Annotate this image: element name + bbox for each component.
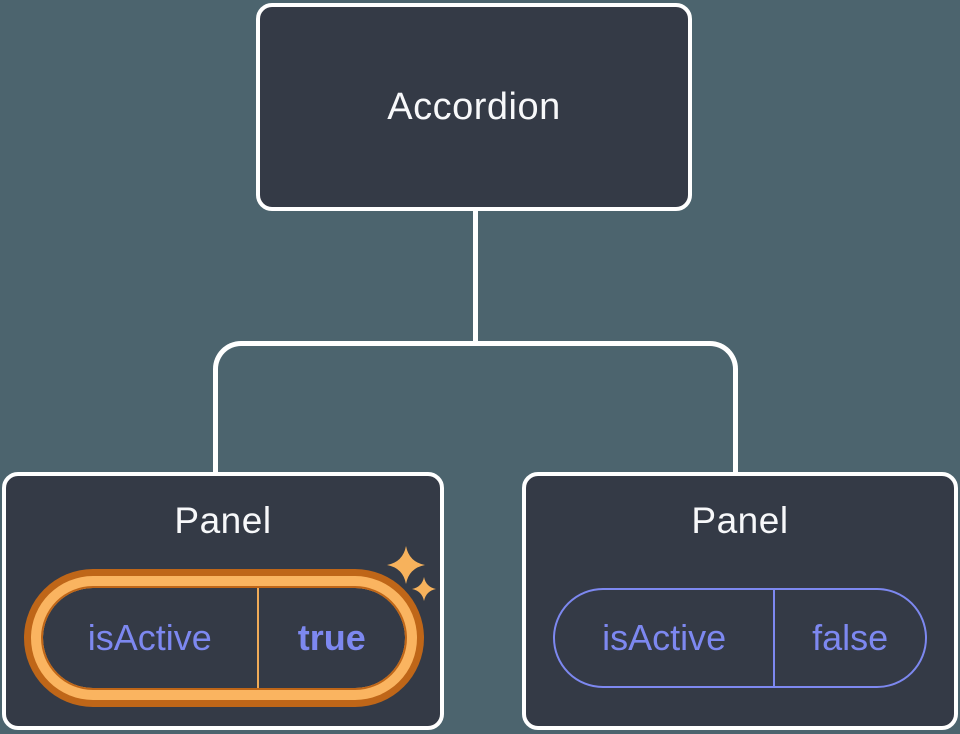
- panel-label: Panel: [174, 500, 272, 541]
- state-value-label: true: [297, 617, 366, 658]
- connector-bracket: [213, 341, 738, 472]
- pill-divider: [256, 588, 259, 688]
- panel-label: Panel: [691, 500, 789, 541]
- pill-divider: [773, 590, 776, 686]
- state-key-label: isActive: [87, 617, 212, 658]
- component-box-panel-active: Panel isActive true: [2, 472, 444, 730]
- state-value-label: false: [812, 617, 889, 658]
- state-pill-inactive: isActive false: [553, 588, 927, 688]
- component-box-panel-inactive: Panel isActive false: [522, 472, 958, 730]
- connector-stem: [473, 209, 478, 346]
- accordion-label: Accordion: [387, 85, 561, 128]
- sparkles-icon: [387, 546, 436, 601]
- state-pill-active: isActive true: [43, 588, 405, 688]
- component-box-accordion: Accordion: [256, 3, 692, 211]
- state-key-label: isActive: [602, 617, 727, 658]
